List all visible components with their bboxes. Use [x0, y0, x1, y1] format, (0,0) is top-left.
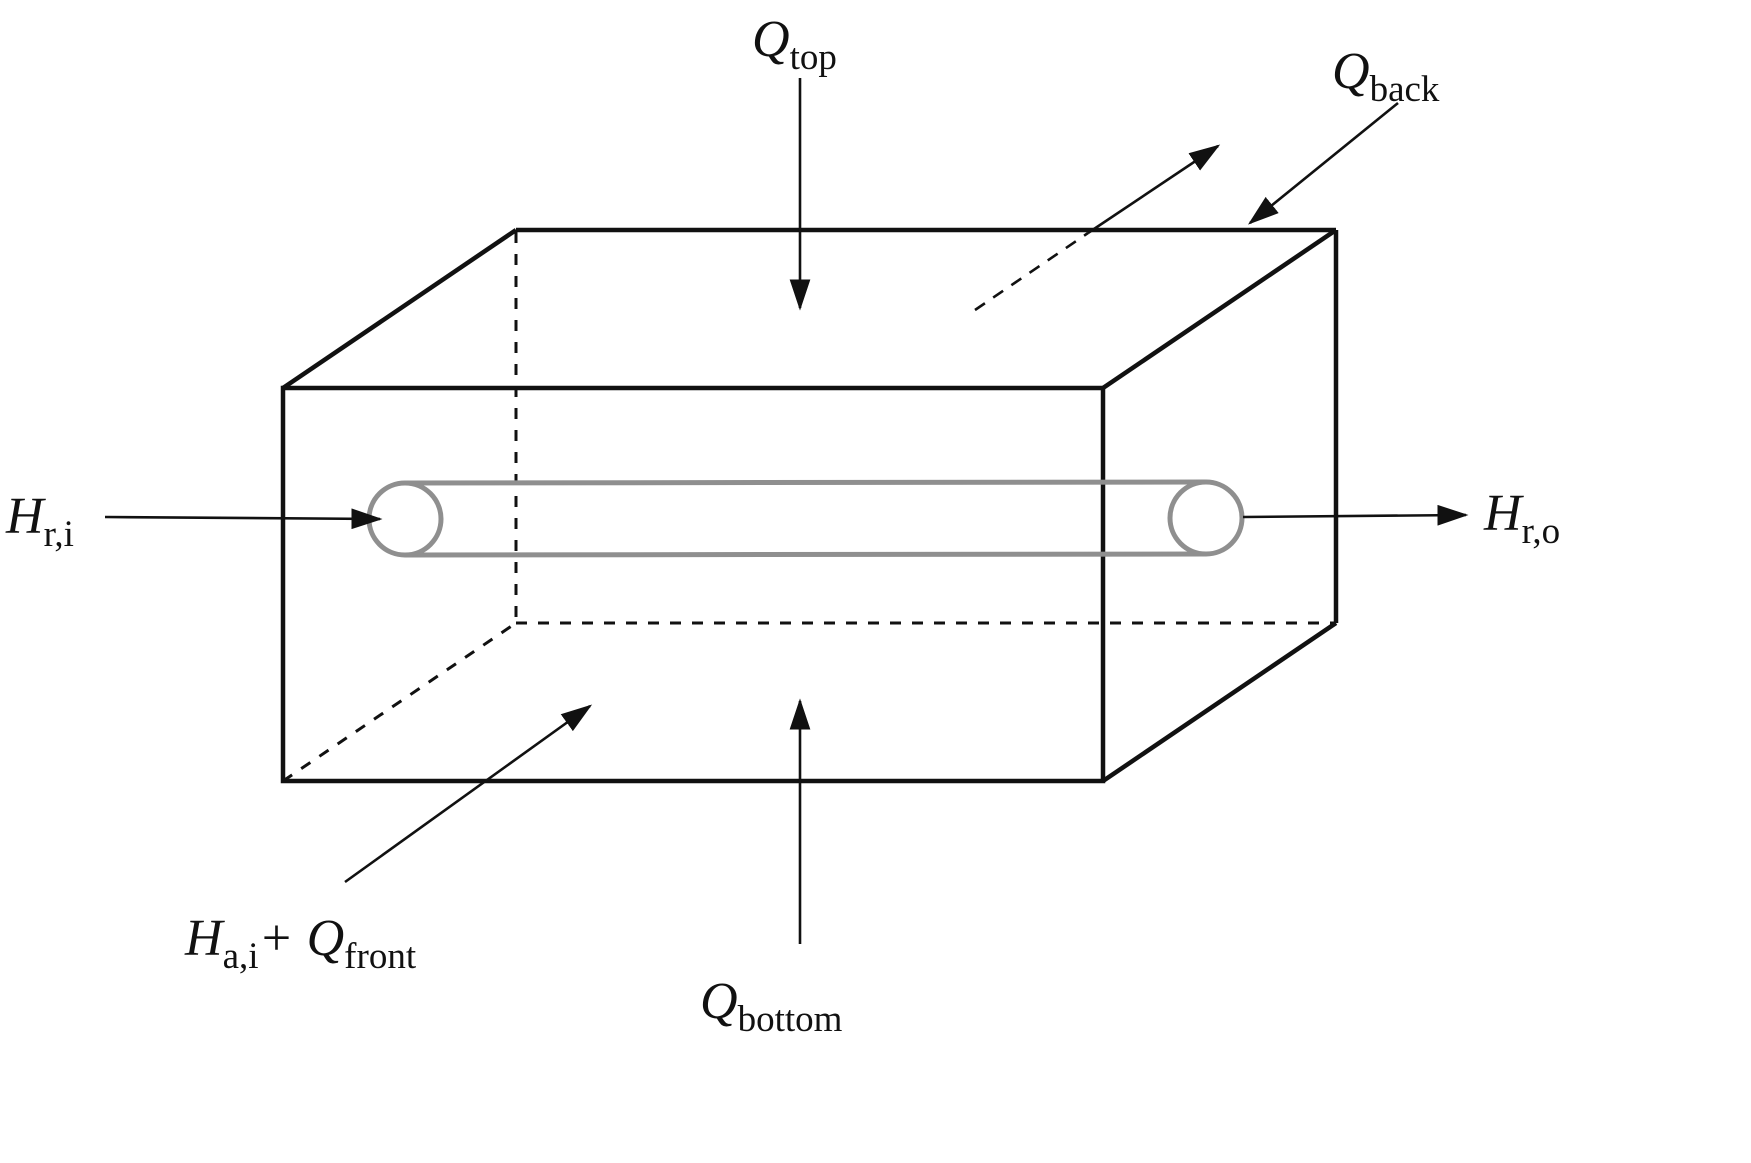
h-r-i-arrow — [104, 508, 383, 530]
q-back-flow-hidden-segment — [974, 231, 1089, 312]
cylinder-top-line — [404, 479, 1207, 486]
flow-arrows — [104, 78, 1469, 944]
h-r-o-label: Hr,o — [1483, 485, 1560, 552]
box-edge-bottom-right-diagonal — [1101, 621, 1338, 783]
box-edge-top-right-diagonal — [1101, 228, 1338, 390]
q-back-pointer-arrow — [1247, 101, 1399, 225]
q-back-label: Qback — [1332, 43, 1440, 110]
box-hidden-edges — [282, 232, 1336, 783]
h-r-i-label: Hr,i — [5, 488, 74, 555]
flow-labels: Qtop Qback Hr,i Hr,o Ha,i+ Qfront Qbotto… — [5, 11, 1560, 1040]
h-a-i-q-front-arrow — [344, 704, 593, 884]
h-a-i-q-front-label: Ha,i+ Qfront — [184, 910, 417, 977]
box-front-face — [280, 385, 1106, 784]
cylinder-right-end — [1167, 479, 1245, 557]
cylinder-bottom-line — [404, 551, 1207, 558]
h-r-o-arrow — [1242, 504, 1469, 526]
box-solid-edges — [280, 227, 1339, 784]
box-edge-bottom-left-diagonal — [282, 621, 517, 783]
box-edge-top-left-diagonal — [281, 228, 518, 390]
cylinder-tube — [366, 479, 1245, 558]
q-bottom-label: Qbottom — [700, 973, 843, 1040]
q-top-label: Qtop — [752, 11, 837, 78]
q-back-flow-arrow — [1087, 144, 1221, 235]
